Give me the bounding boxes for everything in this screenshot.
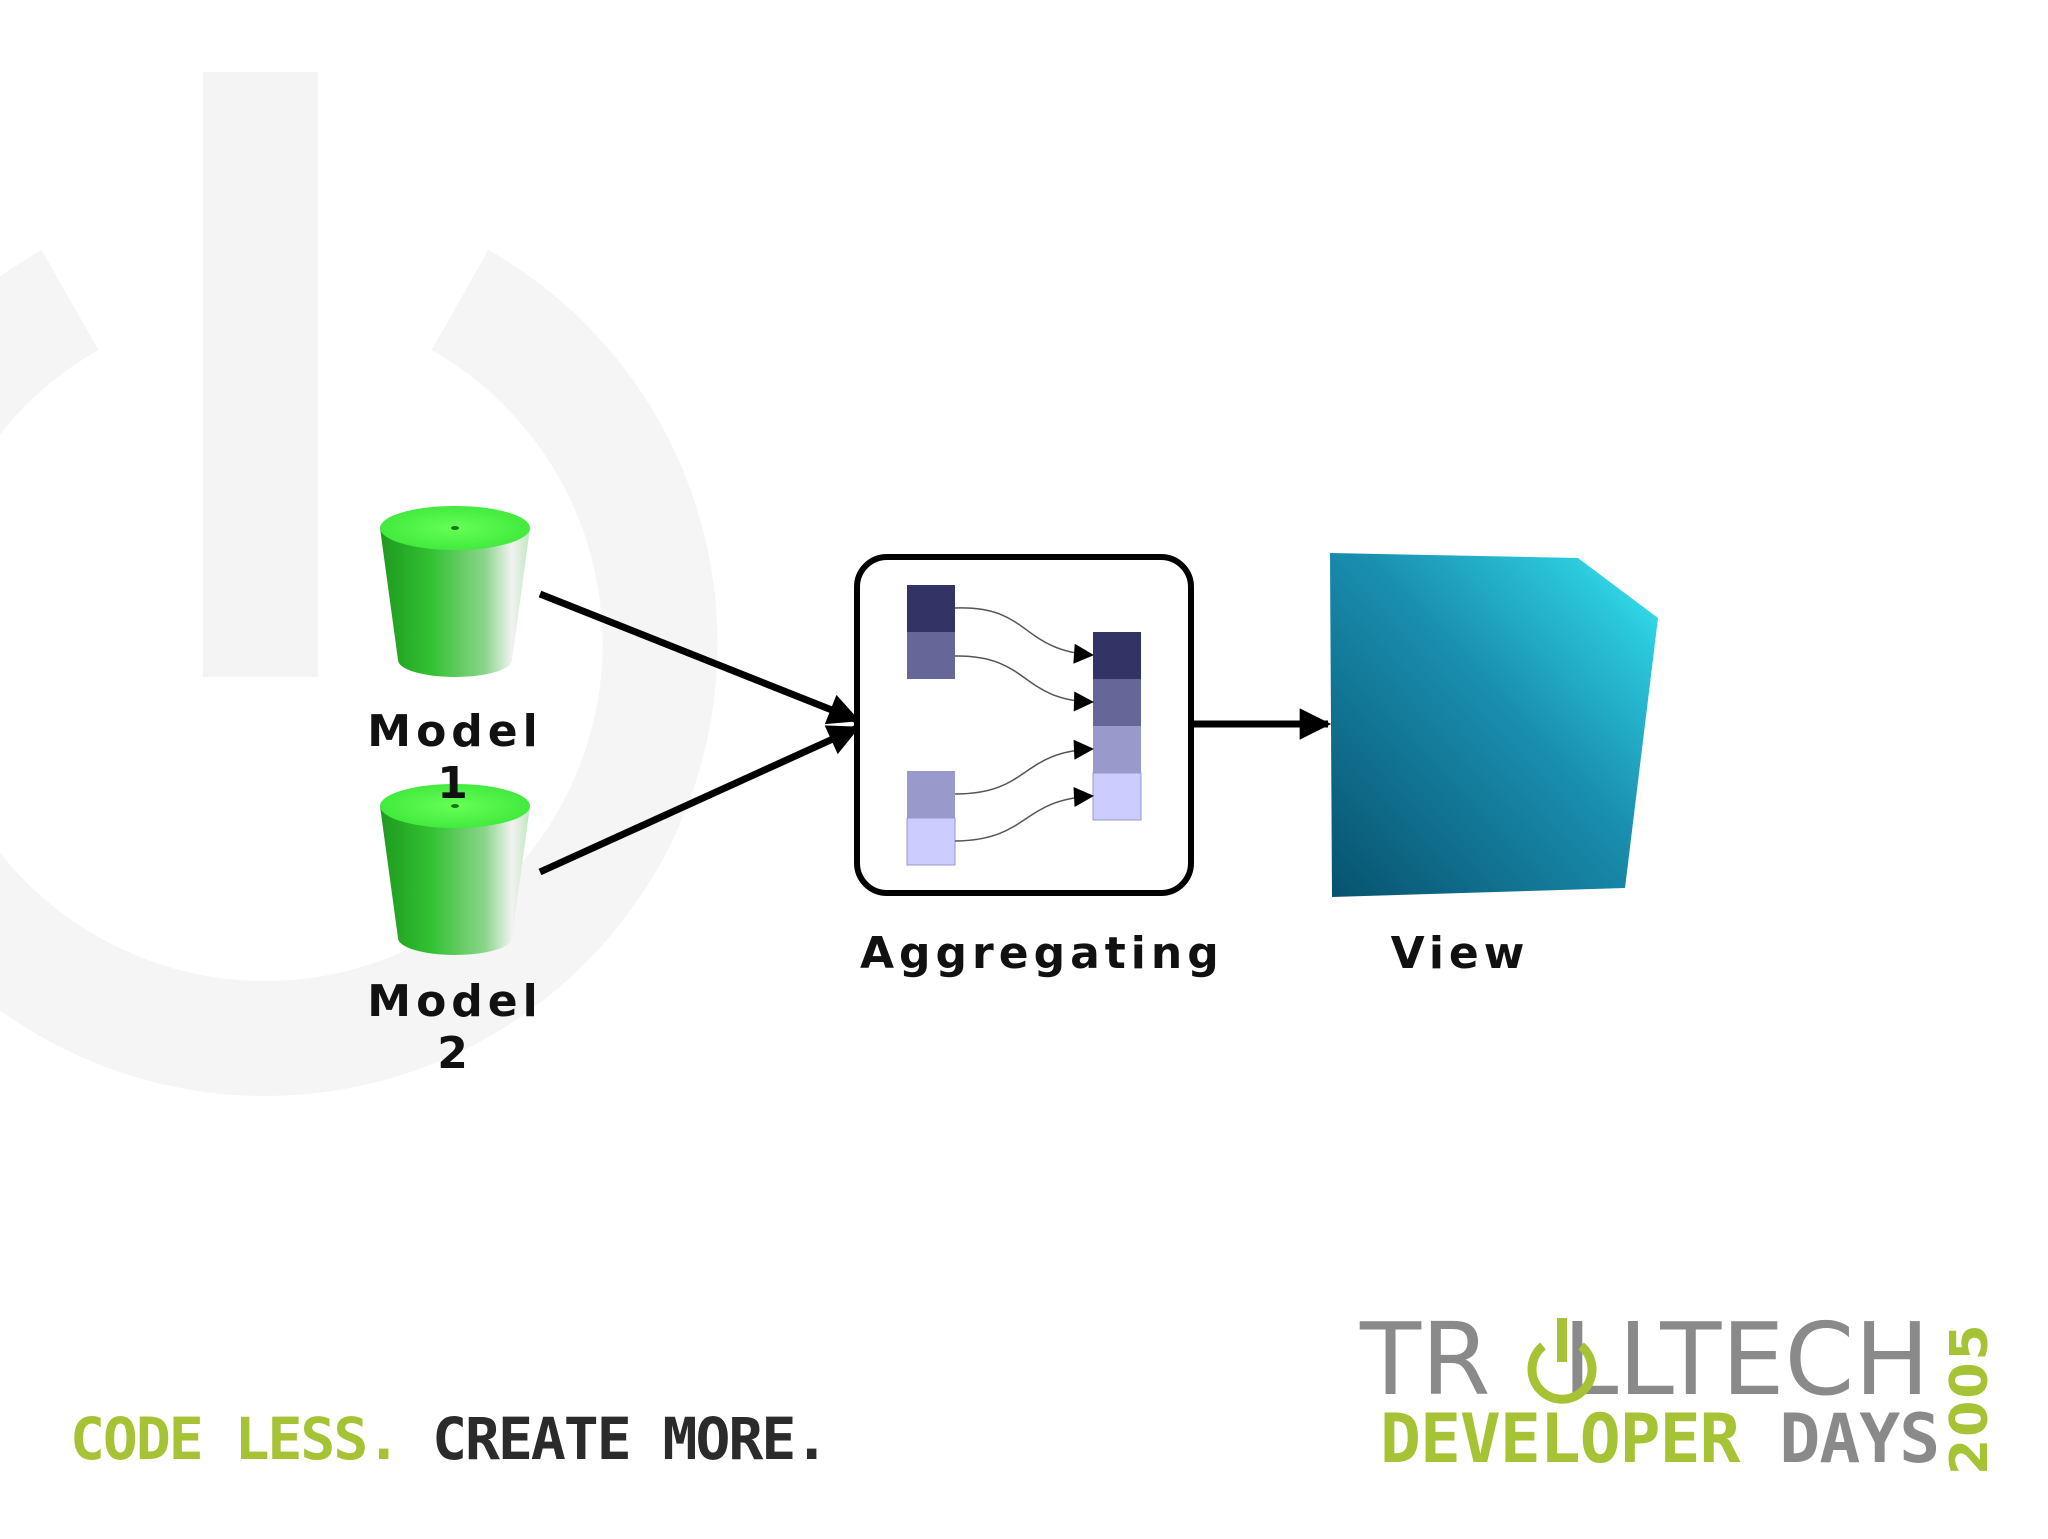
model-1-label-line2: 1 [437,758,473,809]
logo-brand-after: LLTECH [1562,1301,1930,1418]
view-cube-icon [1330,553,1658,897]
logo-event: DEVELOPER DAYS [1380,1405,1940,1475]
model-1-label-line1: Model [367,706,543,757]
aggregating-box-icon [854,554,1194,896]
logo-event-part2: DAYS [1779,1400,1940,1479]
model-2-label: Model 2 [355,976,555,1080]
edge-model1-to-aggregating [538,590,860,725]
logo-year: 2005 [1940,1322,2000,1475]
aggregating-label: Aggregating [860,928,1224,979]
model-1-label: Model 1 [355,706,555,810]
logo-power-icon [1527,1318,1597,1404]
model-1-database-icon [380,506,530,677]
view-label: View [1390,928,1530,979]
model-2-label-line1: Model [367,976,543,1027]
model-2-database-icon [380,784,530,955]
model-2-label-line2: 2 [437,1028,473,1079]
background-power-watermark-icon [0,72,718,1096]
logo-brand-before: TR [1360,1301,1491,1418]
tagline-part2: CREATE MORE. [432,1405,829,1473]
edge-model2-to-aggregating [538,724,860,876]
footer-tagline: CODE LESS. CREATE MORE. [70,1405,829,1473]
logo-event-part1: DEVELOPER [1380,1400,1740,1479]
tagline-part1: CODE LESS. [70,1405,401,1473]
